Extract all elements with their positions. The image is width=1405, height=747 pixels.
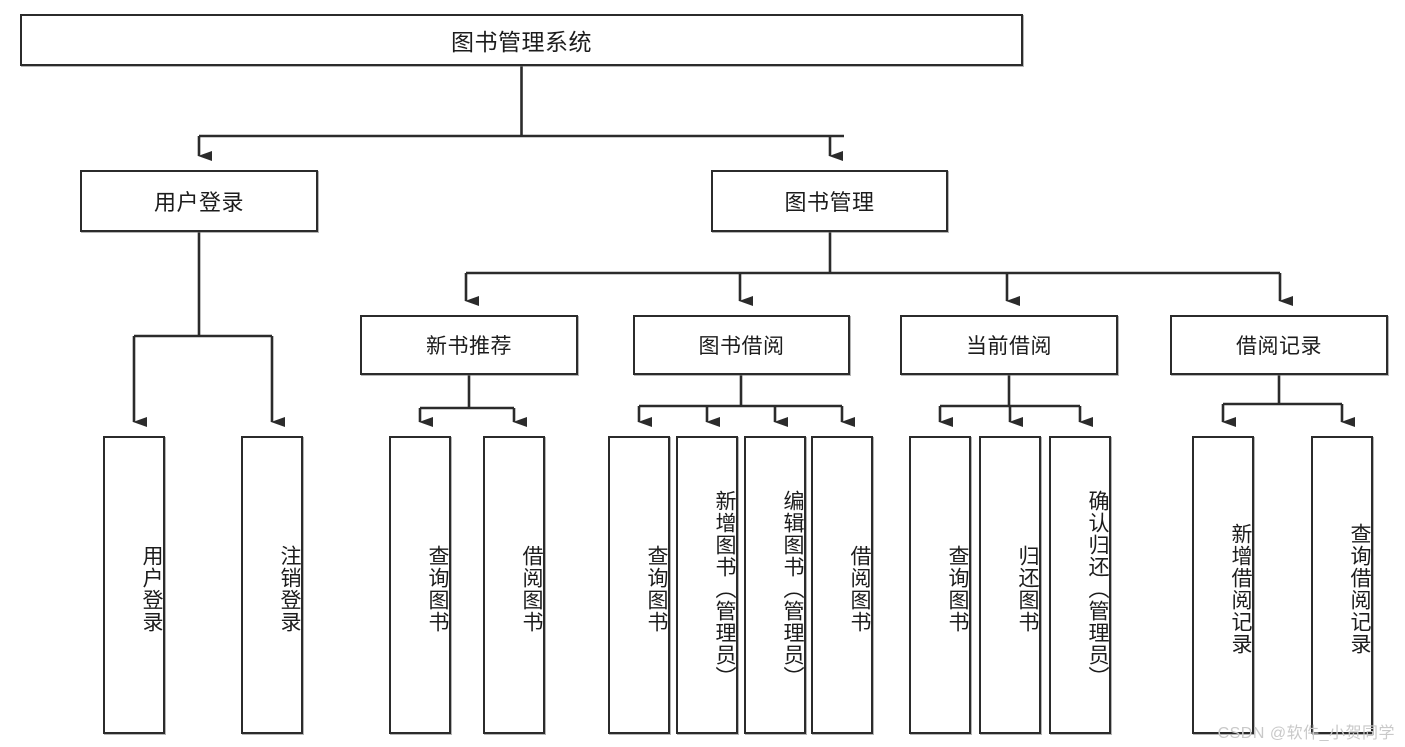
leaf-borrow-record-add[interactable]: 新增借阅记录	[1192, 436, 1254, 734]
node-label: 注销登录	[278, 545, 302, 633]
node-book-management[interactable]: 图书管理	[711, 170, 948, 232]
node-label: 查询图书	[426, 545, 450, 633]
leaf-book-borrow-edit[interactable]: 编辑图书（管理员）	[744, 436, 806, 734]
node-label: 用户登录	[153, 191, 244, 216]
leaf-borrow-record-query[interactable]: 查询借阅记录	[1311, 436, 1373, 734]
connectors-root	[197, 66, 844, 161]
connectors-borrow-record	[1221, 375, 1355, 427]
node-label: 当前借阅	[966, 334, 1052, 358]
node-label: 新增借阅记录	[1229, 523, 1253, 655]
node-label: 借阅记录	[1236, 334, 1322, 358]
node-label: 借阅图书	[848, 545, 872, 633]
node-new-book-recommend[interactable]: 新书推荐	[360, 315, 578, 375]
leaf-current-borrow-query[interactable]: 查询图书	[909, 436, 971, 734]
node-label: 编辑图书（管理员）	[781, 490, 805, 688]
node-book-borrow[interactable]: 图书借阅	[633, 315, 850, 375]
node-current-borrow[interactable]: 当前借阅	[900, 315, 1118, 375]
connectors-book-borrow	[637, 375, 855, 427]
node-label: 图书管理	[784, 191, 875, 216]
connectors-book-management	[464, 232, 1293, 306]
connectors-user-login	[132, 232, 285, 427]
node-borrow-record[interactable]: 借阅记录	[1170, 315, 1388, 375]
leaf-current-borrow-return[interactable]: 归还图书	[979, 436, 1041, 734]
node-label: 图书借阅	[698, 334, 785, 358]
node-label: 归还图书	[1016, 545, 1040, 633]
connectors-new-book	[418, 375, 527, 427]
node-label: 查询图书	[946, 545, 970, 633]
node-label: 查询借阅记录	[1348, 523, 1372, 655]
connectors-current-borrow	[938, 375, 1093, 427]
leaf-book-borrow-add[interactable]: 新增图书（管理员）	[676, 436, 738, 734]
node-label: 新增图书（管理员）	[713, 490, 737, 688]
node-label: 确认归还（管理员）	[1086, 490, 1110, 688]
node-label: 查询图书	[645, 545, 669, 633]
leaf-book-borrow-query[interactable]: 查询图书	[608, 436, 670, 734]
leaf-book-borrow-borrow[interactable]: 借阅图书	[811, 436, 873, 734]
node-label: 新书推荐	[426, 334, 512, 358]
leaf-current-borrow-confirm-return[interactable]: 确认归还（管理员）	[1049, 436, 1111, 734]
node-label: 借阅图书	[520, 545, 544, 633]
csdn-watermark: CSDN @软件_小贺同学	[1217, 725, 1395, 742]
leaf-new-book-query[interactable]: 查询图书	[389, 436, 451, 734]
leaf-user-login-login[interactable]: 用户登录	[103, 436, 165, 734]
node-user-login[interactable]: 用户登录	[80, 170, 318, 232]
node-label: 图书管理系统	[451, 30, 592, 56]
leaf-user-login-logout[interactable]: 注销登录	[241, 436, 303, 734]
node-root-system[interactable]: 图书管理系统	[20, 14, 1023, 66]
leaf-new-book-borrow[interactable]: 借阅图书	[483, 436, 545, 734]
node-label: 用户登录	[140, 545, 164, 633]
